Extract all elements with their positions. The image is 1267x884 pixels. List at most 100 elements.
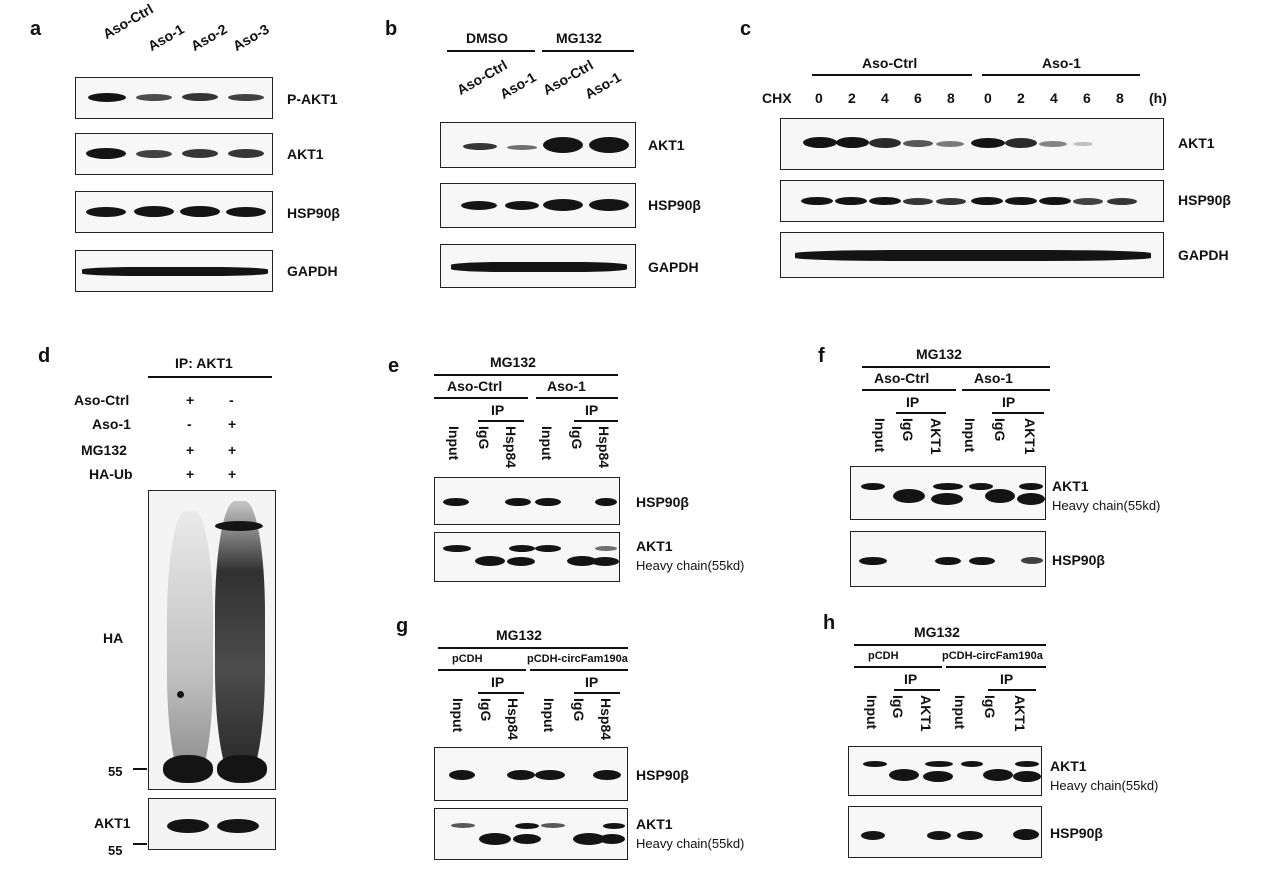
blot-akt1 — [434, 532, 620, 582]
condition-value: + — [186, 392, 195, 408]
lane-label: Input — [539, 426, 555, 461]
blot-label: AKT1 — [1178, 135, 1215, 151]
blot-label-ha: HA — [103, 630, 124, 646]
group-line — [946, 666, 1046, 668]
ip-label: IP — [1000, 671, 1014, 687]
marker-55: 55 — [108, 764, 123, 779]
heavy-chain-label: Heavy chain(55kd) — [636, 558, 745, 573]
blot-label: GAPDH — [648, 259, 699, 275]
blot-hsp90b — [848, 806, 1042, 858]
panel-letter-f: f — [818, 345, 825, 367]
blot-label: GAPDH — [287, 263, 338, 279]
lane-label: IgG — [982, 695, 998, 719]
time-label: 4 — [1050, 90, 1058, 106]
ip-line — [896, 412, 946, 414]
ip-line — [988, 689, 1036, 691]
blot-gapdh — [75, 250, 273, 292]
heavy-chain-label: Heavy chain(55kd) — [1052, 498, 1161, 513]
condition-value: + — [228, 466, 237, 482]
blot-label: P-AKT1 — [287, 91, 338, 107]
lane-label: Hsp84 — [596, 426, 612, 469]
condition-label: Aso-1 — [92, 416, 131, 432]
lane-label: Aso-3 — [230, 20, 272, 54]
ip-line — [478, 692, 524, 694]
group-line — [536, 397, 618, 399]
group-label: pCDH — [452, 653, 483, 665]
blot-hsp90b — [780, 180, 1164, 222]
condition-label: HA-Ub — [89, 466, 133, 482]
blot-gapdh — [440, 244, 636, 288]
blot-akt1 — [780, 118, 1164, 170]
lane-label: AKT1 — [928, 418, 944, 455]
marker-tick — [133, 843, 147, 845]
lane-label: Input — [450, 698, 466, 733]
treatment-line — [862, 366, 1050, 368]
group-line — [862, 389, 956, 391]
blot-akt1 — [440, 122, 636, 168]
blot-akt1 — [850, 466, 1046, 520]
lane-label: Aso-2 — [188, 20, 230, 54]
ip-line — [992, 412, 1044, 414]
group-label: Aso-1 — [974, 370, 1013, 386]
ip-label: IP — [906, 394, 920, 410]
blot-hsp90b — [440, 183, 636, 228]
blot-akt1 — [75, 133, 273, 175]
group-label: pCDH — [868, 650, 899, 662]
ip-line — [574, 420, 618, 422]
ip-line — [478, 420, 524, 422]
blot-akt1 — [848, 746, 1042, 796]
condition-value: - — [187, 416, 192, 432]
group-label: Aso-Ctrl — [874, 370, 930, 386]
condition-value: + — [228, 416, 237, 432]
lane-label: IgG — [890, 695, 906, 719]
blot-label: HSP90β — [648, 197, 701, 213]
lane-label: Hsp84 — [503, 426, 519, 469]
group-line — [447, 50, 535, 52]
panel-letter-g: g — [396, 615, 409, 637]
lane-label: IgG — [992, 418, 1008, 442]
time-label: 6 — [1083, 90, 1091, 106]
treatment-label: MG132 — [914, 624, 960, 640]
ip-label: IP — [585, 674, 599, 690]
marker-55: 55 — [108, 843, 123, 858]
lane-label: Aso-1 — [145, 20, 187, 54]
group-line — [434, 397, 528, 399]
lane-label: IgG — [476, 426, 492, 450]
condition-value: + — [228, 442, 237, 458]
group-label: pCDH-circFam190a — [942, 650, 1043, 662]
group-label: pCDH-circFam190a — [527, 653, 628, 665]
ip-label: IP: AKT1 — [175, 355, 233, 371]
lane-label: Input — [446, 426, 462, 461]
treatment-label: MG132 — [490, 354, 536, 370]
blot-label: AKT1 — [636, 538, 673, 554]
time-label: 2 — [848, 90, 856, 106]
treatment-line — [854, 644, 1046, 646]
lane-label: Hsp84 — [505, 698, 521, 741]
group-line — [812, 74, 972, 76]
row-label-chx: CHX — [762, 90, 792, 106]
group-line — [438, 669, 526, 671]
time-label: 0 — [984, 90, 992, 106]
group-label: Aso-Ctrl — [447, 378, 503, 394]
ip-label: IP — [491, 674, 505, 690]
condition-value: + — [186, 466, 195, 482]
ip-label: IP — [585, 402, 599, 418]
blot-p-akt1 — [75, 77, 273, 119]
condition-value: + — [186, 442, 195, 458]
blot-hsp90b — [75, 191, 273, 233]
blot-hsp90b — [434, 477, 620, 525]
blot-label: HSP90β — [1050, 825, 1103, 841]
lane-label: Input — [952, 695, 968, 730]
blot-hsp90b — [850, 531, 1046, 587]
blot-label: AKT1 — [636, 816, 673, 832]
lane-label: Input — [962, 418, 978, 453]
lane-label: Hsp84 — [598, 698, 614, 741]
lane-label: IgG — [478, 698, 494, 722]
group-label: Aso-1 — [1042, 55, 1081, 71]
group-line — [982, 74, 1140, 76]
blot-label: GAPDH — [1178, 247, 1229, 263]
blot-label: HSP90β — [1052, 552, 1105, 568]
condition-label: MG132 — [81, 442, 127, 458]
treatment-line — [434, 374, 618, 376]
blot-label: HSP90β — [636, 494, 689, 510]
